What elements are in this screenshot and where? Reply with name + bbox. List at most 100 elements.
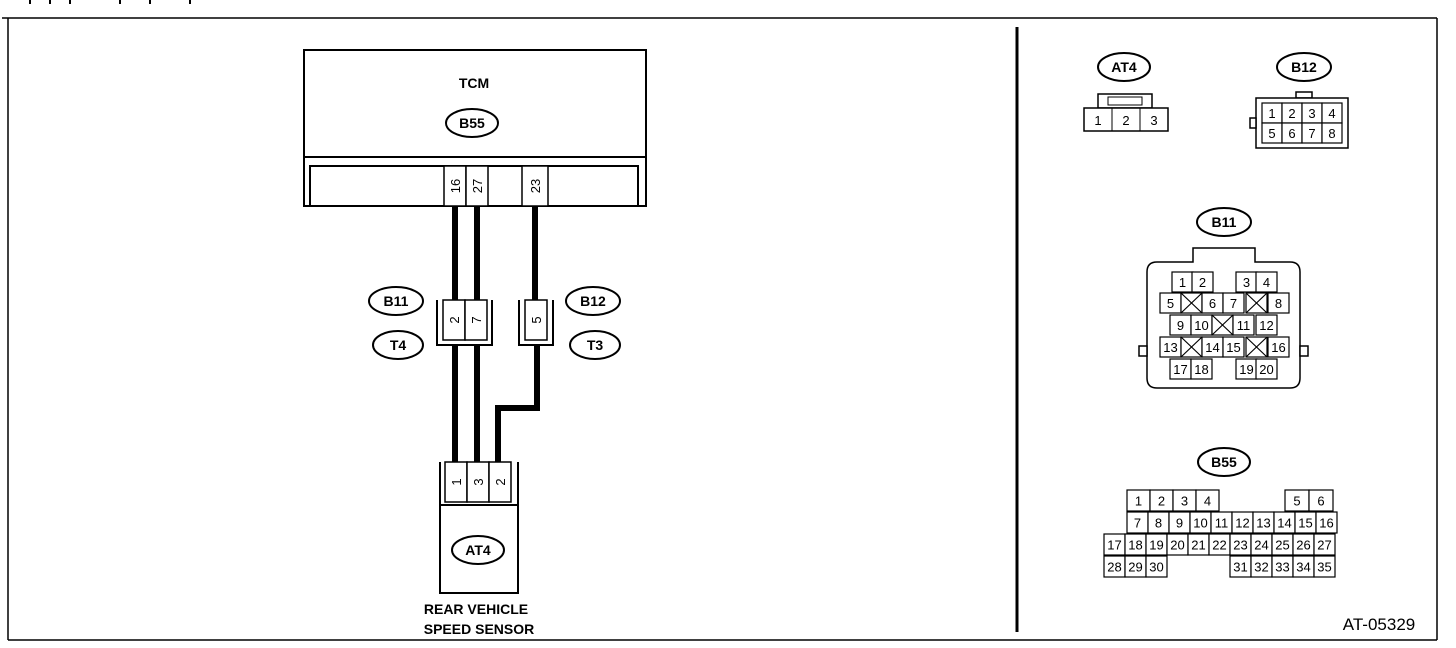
b11-face-pin-number: 7	[1230, 296, 1237, 311]
b55-face-pin-number: 10	[1193, 516, 1207, 531]
tcm-pin-27: 27	[470, 179, 485, 193]
b11-face-label: B11	[1212, 214, 1237, 230]
b11-face-pin-number: 18	[1194, 362, 1208, 377]
b55-face-pin	[1313, 555, 1336, 578]
b11-pin-2: 2	[447, 316, 462, 323]
b55-face-pin-number: 26	[1296, 538, 1310, 553]
sensor-connector-label: AT4	[465, 542, 491, 558]
b55-face-pin-number: 32	[1254, 560, 1268, 575]
b11-face-pin	[1191, 271, 1214, 293]
b11-face-pin	[1255, 314, 1278, 336]
page-frame	[2, 0, 1438, 641]
b55-face-pin	[1313, 533, 1336, 556]
b55-face-pin-number: 11	[1215, 516, 1229, 531]
b11-face-pin	[1255, 271, 1278, 293]
tcm-pin-23: 23	[528, 179, 543, 193]
unused-cavity-cross	[1180, 292, 1203, 314]
b55-face-pin	[1195, 489, 1220, 512]
junction-left-top-label: B11	[384, 293, 409, 309]
junction-b12-t3: 5 B12 T3	[518, 286, 621, 360]
sensor-label-line2: SPEED SENSOR	[424, 621, 534, 637]
tcm-connector-label: B55	[459, 115, 485, 131]
tcm-title: TCM	[459, 75, 489, 91]
at4-connector-face: AT4 1 2 3	[1083, 52, 1169, 132]
b55-face-pin	[1145, 555, 1168, 578]
b11-face-pin-number: 15	[1226, 340, 1240, 355]
b55-face-pin-number: 22	[1212, 538, 1226, 553]
wires	[452, 206, 540, 462]
b55-face-pin-number: 21	[1191, 538, 1205, 553]
b12-face-pin	[1321, 122, 1343, 144]
junction-right-bottom-label: T3	[587, 337, 604, 353]
b11-face-pin-number: 5	[1167, 296, 1174, 311]
b12-face-pin-number: 4	[1328, 106, 1335, 121]
at4-pin-2: 2	[493, 478, 508, 485]
junction-left-bottom-label: T4	[390, 337, 407, 353]
b11-face-pin-number: 2	[1199, 275, 1206, 290]
b55-face-pin-number: 28	[1107, 560, 1121, 575]
b55-face-pin-number: 3	[1181, 494, 1188, 509]
b55-face-pin-number: 15	[1298, 516, 1312, 531]
b55-face-pin-number: 33	[1275, 560, 1289, 575]
b55-face-pin-number: 7	[1134, 516, 1141, 531]
b12-pin-5: 5	[529, 316, 544, 323]
b55-face-pin-number: 20	[1170, 538, 1184, 553]
tcm-block: TCM B55 16 27 23	[303, 49, 647, 207]
unused-cavity-cross	[1180, 336, 1203, 358]
b55-face-pin-number: 18	[1128, 538, 1142, 553]
b11-pin-7: 7	[469, 316, 484, 323]
b11-face-pin	[1222, 292, 1245, 314]
b12-face-pin-number: 7	[1308, 126, 1315, 141]
b55-face-pin-number: 4	[1204, 494, 1211, 509]
b55-face-pin-number: 27	[1317, 538, 1331, 553]
rear-vehicle-speed-sensor: 1 3 2 AT4 REAR VEHICLE SPEED SENSOR	[424, 461, 534, 637]
unused-cavity-cross	[1245, 336, 1268, 358]
b11-face-pin-number: 1	[1179, 275, 1186, 290]
b12-face-label: B12	[1291, 59, 1317, 75]
at4-pin-1: 1	[449, 478, 464, 485]
b12-face-pin-number: 3	[1308, 106, 1315, 121]
b11-face-pin-number: 13	[1163, 340, 1177, 355]
sensor-label-line1: REAR VEHICLE	[424, 601, 528, 617]
b11-face-pin-number: 8	[1275, 296, 1282, 311]
b55-face-pin	[1315, 511, 1338, 534]
b55-face-pin-number: 5	[1293, 494, 1300, 509]
unused-cavity-cross	[1211, 314, 1234, 336]
b12-face-pin-number: 2	[1288, 106, 1295, 121]
b11-face-pin-number: 16	[1271, 340, 1285, 355]
b55-face-pin-number: 34	[1296, 560, 1310, 575]
b55-face-pin-number: 8	[1155, 516, 1162, 531]
b11-face-pin-number: 4	[1263, 275, 1270, 290]
b11-face-pin-number: 12	[1259, 318, 1273, 333]
b11-face-pin-number: 10	[1194, 318, 1208, 333]
drawing-id: AT-05329	[1343, 615, 1415, 634]
b12-face-pin-number: 1	[1268, 106, 1275, 121]
at4-face-pin-2: 2	[1122, 113, 1129, 128]
b55-face-pin-number: 17	[1107, 538, 1121, 553]
b55-face-pin-number: 29	[1128, 560, 1142, 575]
b55-face-pin-number: 25	[1275, 538, 1289, 553]
b55-face-pin-number: 9	[1176, 516, 1183, 531]
b55-face-pin-number: 1	[1135, 494, 1142, 509]
b12-face-pin-number: 5	[1268, 126, 1275, 141]
b55-face-pin-number: 16	[1319, 516, 1333, 531]
b11-face-pin-number: 6	[1209, 296, 1216, 311]
b11-face-pin-number: 19	[1239, 362, 1253, 377]
b11-face-pin-number: 17	[1173, 362, 1187, 377]
b11-face-pin	[1222, 336, 1245, 358]
b55-face-pin-number: 19	[1149, 538, 1163, 553]
b12-face-pin-number: 6	[1288, 126, 1295, 141]
b11-face-pin-number: 9	[1177, 318, 1184, 333]
b11-face-pin-number: 14	[1205, 340, 1219, 355]
b55-face-pin	[1308, 489, 1334, 512]
b55-face-pin-number: 14	[1277, 516, 1291, 531]
b55-face-label: B55	[1211, 454, 1237, 470]
b11-face-pin-number: 3	[1243, 275, 1250, 290]
b55-face-pin-number: 6	[1317, 494, 1324, 509]
b11-face-pin	[1232, 314, 1255, 336]
b11-face-pin-number: 11	[1237, 318, 1251, 333]
